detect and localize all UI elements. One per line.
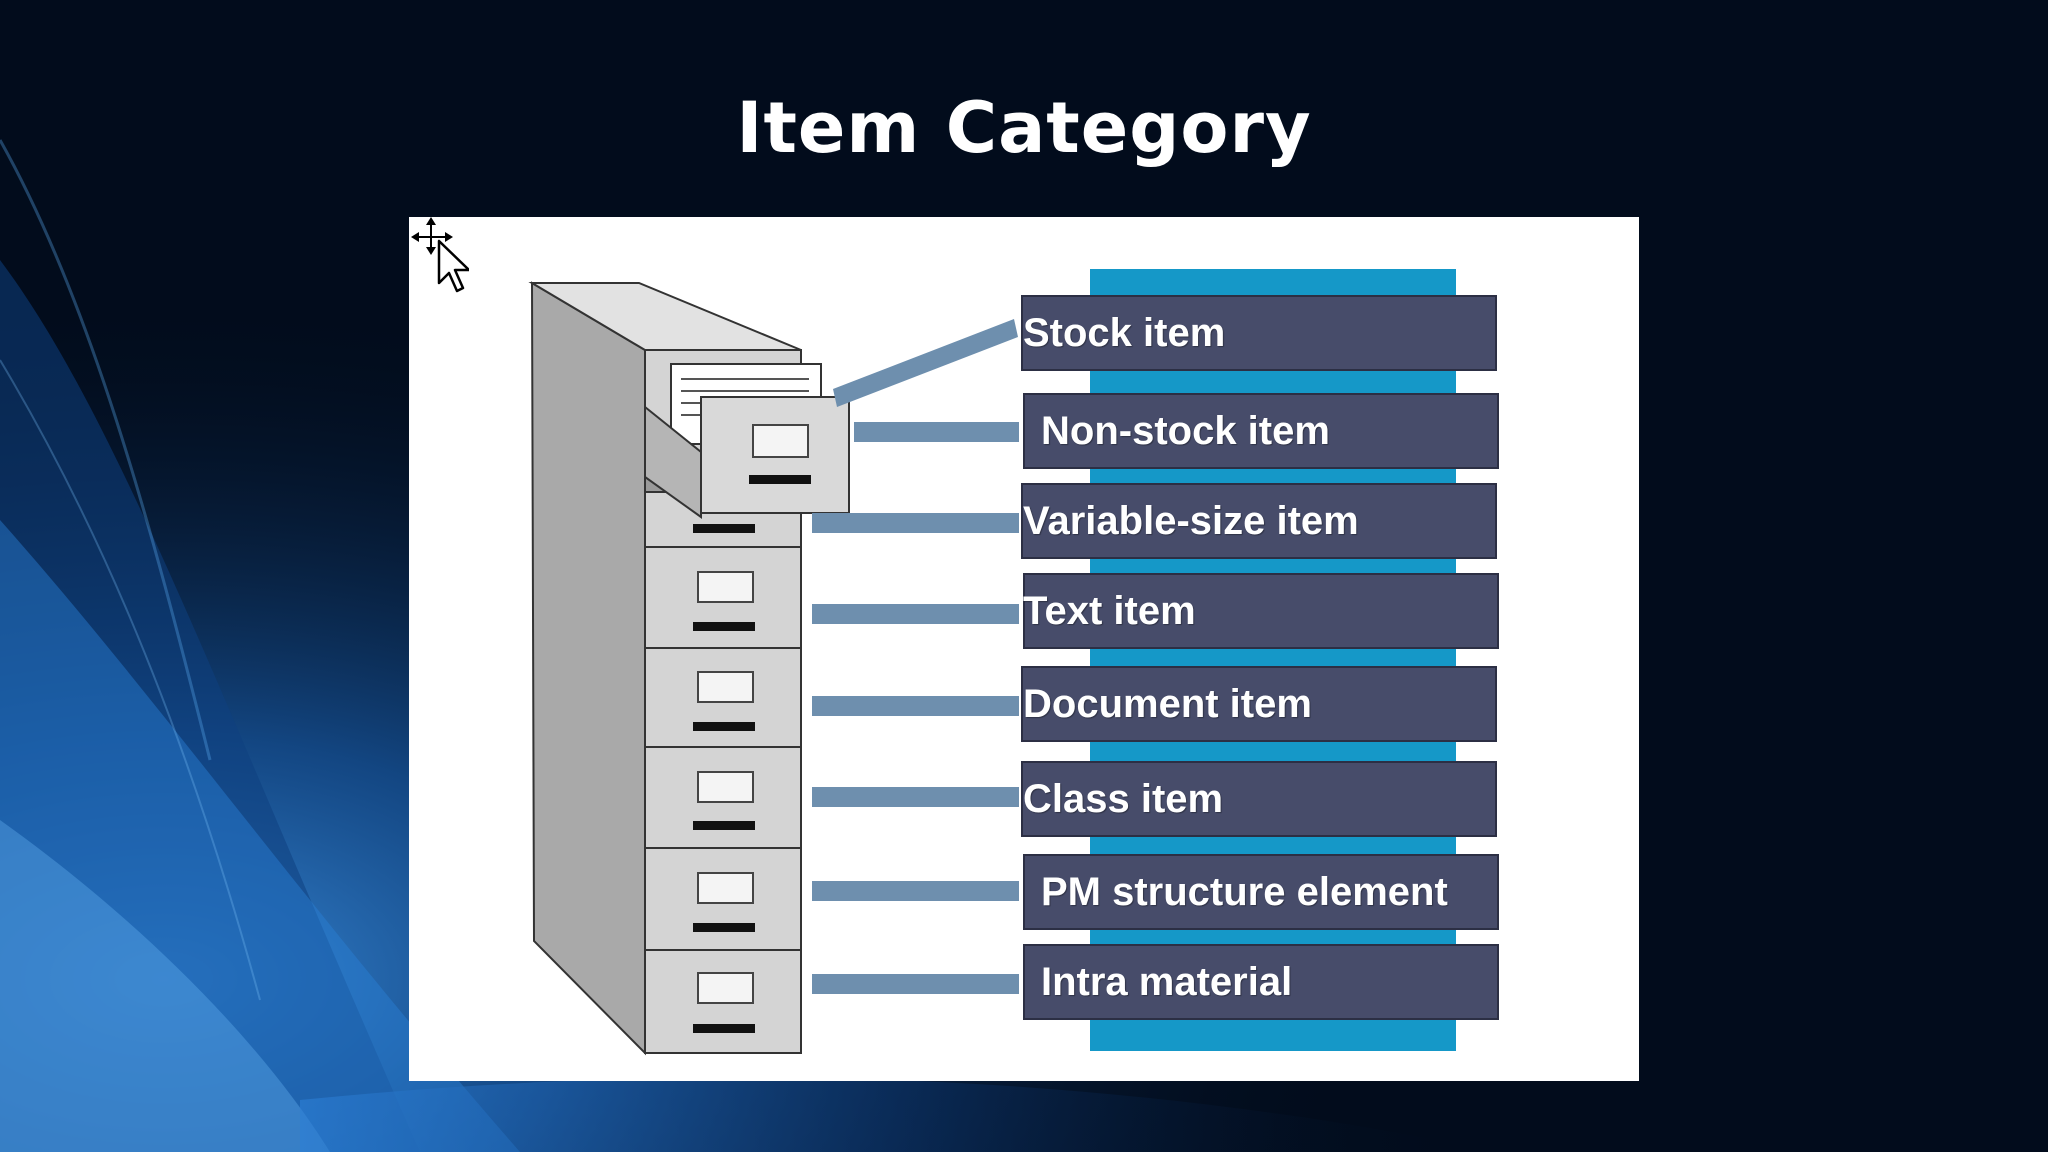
move-cursor-icon [411, 217, 469, 293]
category-class-item: Class item [1023, 777, 1224, 821]
category-non-stock-item: Non-stock item [1041, 409, 1330, 453]
drawer-handles [693, 524, 755, 1033]
category-intra-material: Intra material [1041, 960, 1293, 1004]
filing-cabinet-icon [528, 281, 850, 1056]
category-text-item: Text item [1023, 589, 1196, 633]
drawer-label-plates [697, 571, 754, 1004]
category-document-item: Document item [1023, 682, 1312, 726]
category-pm-structure-element: PM structure element [1041, 870, 1448, 914]
connector-lines [812, 319, 1019, 994]
label-stripe [1090, 269, 1456, 1051]
category-variable-size-item: Variable-size item [1023, 499, 1359, 543]
label-boxes [1021, 295, 1499, 1020]
slide-title: Item Category [736, 87, 1312, 169]
diagram-canvas [528, 269, 1499, 1056]
category-stock-item: Stock item [1023, 311, 1226, 355]
item-category-diagram: Stock item Non-stock item Variable-size … [409, 217, 1639, 1081]
